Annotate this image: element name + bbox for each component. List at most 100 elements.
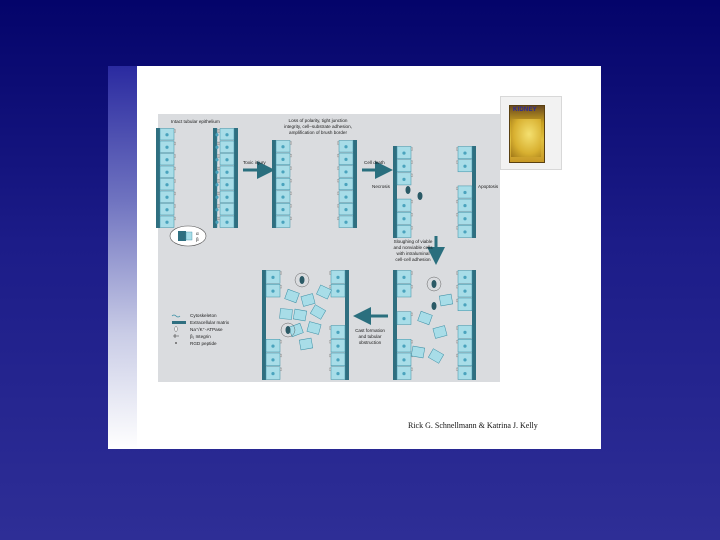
sloughed-cell [289, 323, 304, 337]
label-cell-death: Cell death [364, 160, 385, 165]
label-cast-3: obstruction [359, 340, 382, 345]
intact-left-atpase [174, 142, 176, 145]
intact-right-nucleus [225, 221, 228, 224]
intact-mid-spacer-atpase [217, 180, 219, 183]
cast-right-atpase [329, 327, 331, 330]
slough-left-nucleus [402, 358, 405, 361]
book-cover-art [511, 119, 541, 157]
slough-right-atpase [456, 327, 458, 330]
intact-left-nucleus [165, 158, 168, 161]
cast-left-nucleus [271, 358, 274, 361]
inset-alpha: α [196, 231, 199, 236]
intact-right-nucleus [225, 158, 228, 161]
loss-right-atpase [337, 154, 339, 157]
title-intact-epithelium: Intact tubular epithelium [171, 119, 220, 124]
death-right-atpase [456, 187, 458, 190]
intact-mid-spacer-nucleus [215, 208, 218, 211]
legend: Cytoskeleton Extracellular matrix Na⁺/K⁺… [172, 313, 230, 346]
death-right-nucleus [463, 151, 466, 154]
label-sloughing-2: and nonviable cells [393, 245, 433, 250]
cast-right-nucleus [336, 372, 339, 375]
dark-nucleus [300, 276, 305, 284]
cast-right-atpase [329, 272, 331, 275]
loss-right-nucleus [344, 183, 347, 186]
death-left-atpase [411, 213, 413, 216]
sloughed-cell [418, 311, 433, 325]
death-right-nucleus [463, 191, 466, 194]
death-right-nucleus [463, 204, 466, 207]
death-left-atpase [411, 161, 413, 164]
intact-mid-spacer-atpase [217, 167, 219, 170]
label-toxic-injury: Toxic injury [243, 160, 266, 165]
cast-right-atpase [329, 340, 331, 343]
loss-left-nucleus [281, 195, 284, 198]
loss-left-nucleus [281, 183, 284, 186]
intact-right-nucleus [225, 183, 228, 186]
intact-right-nucleus [225, 208, 228, 211]
intact-left-atpase [174, 167, 176, 170]
slough-left-atpase [411, 313, 413, 316]
loss-left-nucleus [281, 221, 284, 224]
slough-left-nucleus [402, 276, 405, 279]
slough-right-matrix [472, 270, 476, 380]
cast-left-nucleus [271, 276, 274, 279]
death-left-nucleus [402, 165, 405, 168]
inset-cell [186, 232, 192, 240]
death-left-atpase [411, 174, 413, 177]
intact-left-atpase [174, 155, 176, 158]
dark-nucleus [432, 302, 437, 310]
loss-left-nucleus [281, 170, 284, 173]
slough-right-atpase [456, 285, 458, 288]
inset-beta: β [196, 237, 199, 242]
slough-left-matrix [393, 270, 397, 380]
intact-right-matrix [234, 128, 238, 228]
dark-nucleus [286, 326, 291, 334]
intact-left-atpase [174, 180, 176, 183]
legend-integrin-icon [173, 334, 179, 338]
sloughed-cell [439, 294, 453, 306]
intact-left-nucleus [165, 221, 168, 224]
label-sloughing-1: Sloughing of viable [394, 239, 433, 244]
sloughed-cell [301, 294, 315, 307]
label-cast-2: and tubular [359, 334, 382, 339]
cast-right-nucleus [336, 331, 339, 334]
intact-mid-spacer-nucleus [215, 183, 218, 186]
loss-right-atpase [337, 142, 339, 145]
death-left-atpase [411, 226, 413, 229]
death-left-atpase [411, 200, 413, 203]
cast-right-nucleus [336, 345, 339, 348]
slough-right-nucleus [463, 372, 466, 375]
death-left-matrix [393, 146, 397, 238]
intact-left-nucleus [165, 196, 168, 199]
slough-right-atpase [456, 299, 458, 302]
death-left-nucleus [402, 230, 405, 233]
legend-atpase: Na⁺/K⁺-ATPase [190, 327, 223, 332]
death-left-nucleus [402, 178, 405, 181]
loss-left-nucleus [281, 145, 284, 148]
intact-mid-spacer-atpase [217, 142, 219, 145]
slough-left-nucleus [402, 345, 405, 348]
loss-right-nucleus [344, 195, 347, 198]
legend-rgd: RGD peptide [190, 341, 217, 346]
cast-left-matrix [262, 270, 266, 380]
intact-left-atpase [174, 205, 176, 208]
intact-left-atpase [174, 130, 176, 133]
cast-left-atpase [280, 272, 282, 275]
loss-right-atpase [337, 179, 339, 182]
loss-left-nucleus [281, 158, 284, 161]
intact-mid-spacer-nucleus [215, 171, 218, 174]
death-left-nucleus [402, 204, 405, 207]
death-right-nucleus [463, 217, 466, 220]
death-right-atpase [456, 200, 458, 203]
slough-right-atpase [456, 368, 458, 371]
intact-mid-spacer-nucleus [215, 146, 218, 149]
cast-left-nucleus [271, 372, 274, 375]
sloughed-cell [293, 309, 307, 321]
loss-left-atpase [290, 142, 292, 145]
slough-left-nucleus [402, 372, 405, 375]
death-left-nucleus [402, 217, 405, 220]
dark-nucleus [432, 280, 437, 288]
inset-matrix [178, 231, 186, 241]
loss-left-atpase [290, 154, 292, 157]
